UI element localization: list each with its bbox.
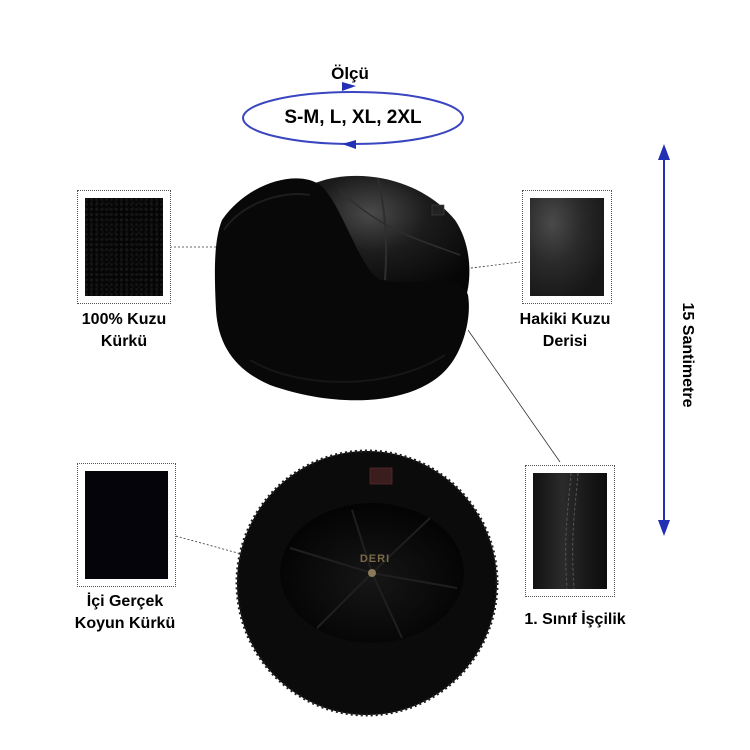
label-craftsmanship: 1. Sınıf İşçilik [524, 611, 626, 628]
size-title: Ölçü [331, 64, 369, 83]
height-arrow [658, 144, 670, 536]
label-inner-sheep-fur: İçi Gerçek Koyun Kürkü [74, 593, 176, 632]
swatch-stitching [525, 465, 615, 597]
swatch-inner-fur [77, 463, 176, 587]
label-genuine-leather: Hakiki Kuzu Derisi [519, 311, 611, 350]
size-options: S-M, L, XL, 2XL [284, 107, 422, 128]
label-lamb-fur: 100% Kuzu Kürkü [81, 311, 167, 350]
hat-side-view [214, 175, 470, 401]
hat-inside-view [235, 449, 499, 717]
brand-logo: DERI [359, 553, 391, 565]
swatch-lamb-fur [77, 190, 171, 304]
swatch-leather [522, 190, 612, 304]
size-ellipse-arrows [242, 82, 464, 149]
